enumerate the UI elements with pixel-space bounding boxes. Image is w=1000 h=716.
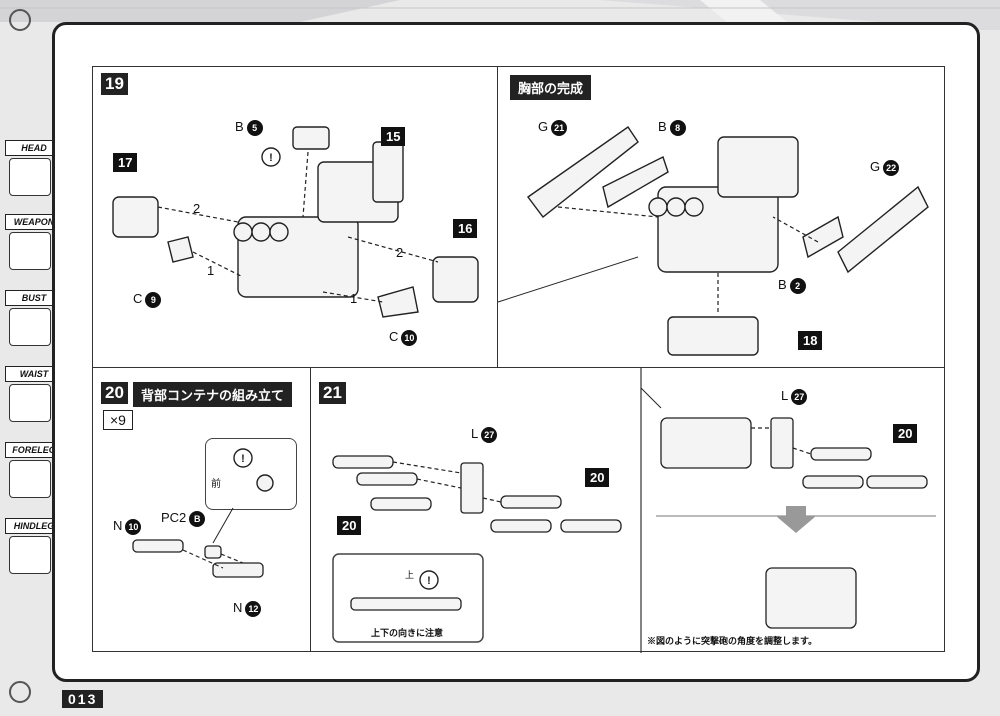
sidebar-item-hindleg[interactable]: HINDLEG [5,518,63,584]
head-icon [9,158,51,196]
step-number: 20 [101,382,128,404]
step-number: 19 [101,73,128,95]
arrow-label: 1 [350,291,358,306]
step-20-diagram: ! [132,448,274,578]
arrow-label: 2 [396,245,404,260]
part-label-17: 17 [113,153,138,172]
arrow-label: 1 [207,263,215,278]
svg-text:!: ! [427,575,431,587]
caution-icon [261,147,281,167]
part-label-18: 18 [798,331,823,350]
foreleg-icon [9,460,51,498]
part-label-16: 16 [453,219,478,238]
section-title: 胸部の完成 [510,75,592,100]
hindleg-icon [9,536,51,574]
part-label-20: 20 [585,468,610,487]
gun-parts-drawing [132,539,264,578]
sidebar-item-label: FORELEG [5,442,63,458]
caution-icon [419,570,439,590]
chest-diagram [497,126,929,356]
sidebar-item-label: WAIST [5,366,63,382]
svg-text:!: ! [241,453,245,465]
up-label: 上 [405,570,415,580]
caution-text: 上下の向きに注意 [371,628,444,638]
caution-icon [233,448,253,468]
waist-icon [9,384,51,422]
assembly-guide-lines [157,151,439,303]
bust-assembly-drawing [112,126,479,318]
sidebar-nav: HEAD WEAPON BUST WAIST FORELEG HINDLEG [0,110,63,610]
chest-assembly-drawing [527,126,929,356]
step-number: 21 [319,382,346,404]
sidebar-item-bust[interactable]: BUST [5,290,63,356]
bust-icon [9,308,51,346]
part-label-15: 15 [381,127,406,146]
arrow-label: 2 [193,201,201,216]
part-label-20: 20 [893,424,918,443]
caution-inset [332,553,484,643]
adjustment-note: ※図のように突撃砲の角度を調整します。 [647,636,818,646]
part-label-20: 20 [337,516,362,535]
down-arrow-icon [776,506,816,533]
front-label: 前 [211,479,221,490]
cannon-parts-drawing [332,417,928,629]
sidebar-item-foreleg[interactable]: FORELEG [5,442,63,508]
sidebar-item-waist[interactable]: WAIST [5,366,63,432]
section-title: 背部コンテナの組み立て [133,382,293,407]
page-number: 013 [62,690,104,708]
weapon-icon [9,232,51,270]
sidebar-item-head[interactable]: HEAD [5,140,63,206]
multiplier-badge: ×9 [103,410,133,430]
step-21-diagram: ! [332,368,936,653]
svg-text:!: ! [269,152,273,164]
orientation-inset [205,438,297,510]
step-19-diagram: ! [112,126,479,318]
